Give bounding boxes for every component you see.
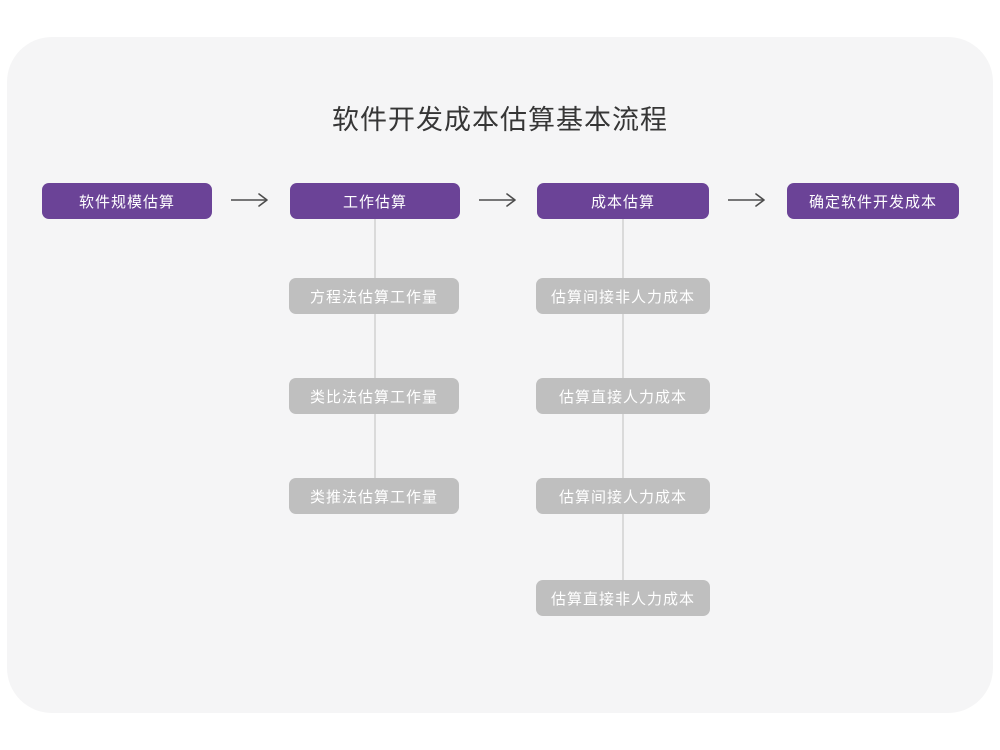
flow-node-determine-software-dev-cost: 确定软件开发成本 (787, 183, 959, 219)
flow-arrow-right-icon (230, 192, 270, 208)
flow-node-label: 类比法估算工作量 (309, 388, 438, 406)
flow-node-label: 估算直接非人力成本 (550, 590, 695, 608)
flow-node-label: 估算间接非人力成本 (550, 288, 695, 306)
flow-node-indirect-nonlabor-cost: 估算间接非人力成本 (536, 278, 710, 314)
flow-node-label: 方程法估算工作量 (309, 288, 438, 306)
connector-line-work-column (374, 218, 376, 498)
flow-node-analogy-method: 类比法估算工作量 (289, 378, 459, 414)
flow-node-label: 软件规模估算 (78, 193, 175, 211)
flow-node-label: 估算间接人力成本 (558, 488, 687, 506)
flow-node-work-estimation: 工作估算 (290, 183, 460, 219)
flow-node-direct-nonlabor-cost: 估算直接非人力成本 (536, 580, 710, 616)
flow-node-label: 确定软件开发成本 (808, 193, 937, 211)
flow-node-label: 类推法估算工作量 (309, 488, 438, 506)
diagram-title: 软件开发成本估算基本流程 (332, 105, 668, 135)
flow-node-label: 工作估算 (342, 193, 407, 211)
flow-node-label: 估算直接人力成本 (558, 388, 687, 406)
flow-node-label: 成本估算 (590, 193, 655, 211)
flow-node-software-scale-estimation: 软件规模估算 (42, 183, 212, 219)
flow-node-equation-method: 方程法估算工作量 (289, 278, 459, 314)
flow-node-cost-estimation: 成本估算 (537, 183, 709, 219)
diagram-card (7, 37, 993, 713)
flow-arrow-right-icon (727, 192, 767, 208)
flow-node-direct-labor-cost: 估算直接人力成本 (536, 378, 710, 414)
flow-arrow-right-icon (478, 192, 518, 208)
flow-node-extrapolation-method: 类推法估算工作量 (289, 478, 459, 514)
flow-node-indirect-labor-cost: 估算间接人力成本 (536, 478, 710, 514)
